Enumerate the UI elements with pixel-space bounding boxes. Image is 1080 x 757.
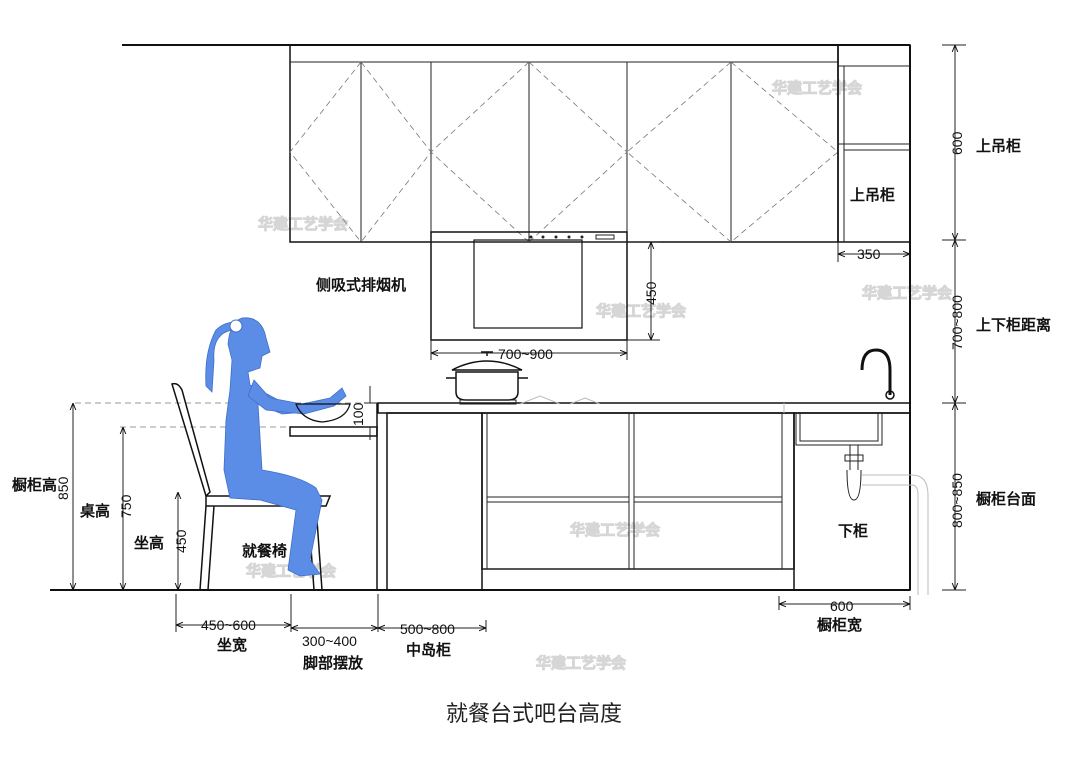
walls xyxy=(50,44,911,591)
dim-h-850: 850 xyxy=(55,476,71,500)
left-dimensions xyxy=(73,386,378,590)
dim-h-450: 450 xyxy=(173,529,189,553)
dim-hood-width: 700~900 xyxy=(498,346,553,362)
label-cabinet-width: 橱柜宽 xyxy=(817,616,862,634)
label-upper-lower-distance: 上下柜距离 xyxy=(976,316,1051,334)
bottom-dimensions xyxy=(175,241,911,632)
right-dimensions xyxy=(942,44,966,591)
label-foot-space: 脚部摆放 xyxy=(303,654,364,672)
dim-h-750: 750 xyxy=(118,494,134,518)
dim-cabinet-width: 600 xyxy=(830,598,854,614)
watermark: 华建工艺学会 xyxy=(596,302,686,320)
watermark: 华建工艺学会 xyxy=(862,284,952,302)
upper-cabinets xyxy=(289,44,911,243)
label-table-height: 桌高 xyxy=(79,502,110,520)
dim-w-450-600: 450~600 xyxy=(201,617,256,633)
label-range-hood: 侧吸式排烟机 xyxy=(316,276,406,294)
dim-upper-depth: 350 xyxy=(857,246,881,262)
dim-bowl-100: 100 xyxy=(350,402,366,426)
label-seat-width: 坐宽 xyxy=(217,636,247,654)
dim-upper-600: 600 xyxy=(949,131,965,155)
dimension-values: 600 350 700~800 800~850 600 450 700~900 … xyxy=(55,131,965,649)
watermarks: 华建工艺学会 华建工艺学会 华建工艺学会 华建工艺学会 华建工艺学会 华建工艺学… xyxy=(246,79,953,673)
label-upper-cabinet-right: 上吊柜 xyxy=(976,137,1021,155)
label-island: 中岛柜 xyxy=(406,641,451,659)
watermark: 华建工艺学会 xyxy=(570,521,660,539)
label-lower-cabinet: 下柜 xyxy=(838,522,868,540)
dim-w-500-800: 500~800 xyxy=(400,621,455,637)
label-upper-cabinet-inner: 上吊柜 xyxy=(850,186,895,204)
watermark: 华建工艺学会 xyxy=(536,654,626,672)
sink xyxy=(795,348,929,595)
labels: 上吊柜 上吊柜 侧吸式排烟机 上下柜距离 橱柜台面 下柜 橱柜宽 橱柜高 桌高 … xyxy=(12,137,1051,672)
label-seat-height: 坐高 xyxy=(134,534,164,552)
dim-gap-700-800: 700~800 xyxy=(949,295,965,350)
label-dining-chair: 就餐椅 xyxy=(242,542,287,560)
watermark: 华建工艺学会 xyxy=(772,79,862,97)
label-cabinet-height: 橱柜高 xyxy=(12,476,57,494)
watermark: 华建工艺学会 xyxy=(258,215,348,233)
dim-w-300-400: 300~400 xyxy=(302,633,357,649)
dim-counter-800-850: 800~850 xyxy=(949,473,965,528)
label-cabinet-counter: 橱柜台面 xyxy=(976,490,1036,508)
dim-hood-450: 450 xyxy=(643,281,659,305)
seated-person xyxy=(205,317,351,577)
range-hood xyxy=(430,231,628,341)
lower-cabinets xyxy=(377,402,911,591)
figure-caption: 就餐台式吧台高度 xyxy=(446,702,622,727)
